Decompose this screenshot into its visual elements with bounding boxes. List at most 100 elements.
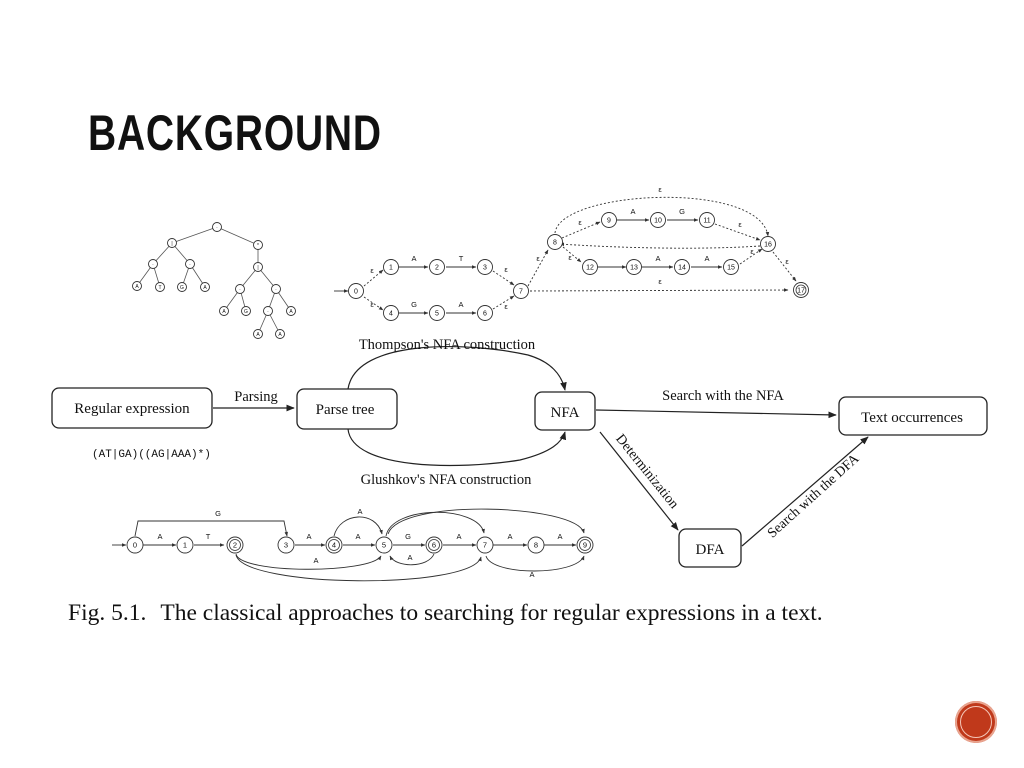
ptree-state-·: ·: [271, 284, 281, 294]
thompson-edge-label: G: [411, 300, 417, 309]
thompson-state-11: 11: [699, 212, 715, 228]
glushkov-state-9: 9: [576, 536, 594, 554]
glushkov-edge-label: G: [215, 509, 221, 518]
glushkov-edge-label: T: [206, 532, 211, 541]
glushkov-state-label: 3: [284, 541, 288, 550]
ptree-state-·: ·: [148, 259, 158, 269]
glushkov-state-label: 9: [583, 541, 587, 550]
thompson-state-8: 8: [547, 234, 563, 250]
thompson-state-5: 5: [429, 305, 445, 321]
ptree-state-·: ·: [212, 222, 222, 232]
ptree-state-T: T: [155, 282, 165, 292]
thompson-edge-label: A: [630, 207, 635, 216]
nfa-box-label: NFA: [551, 405, 580, 421]
thompson-state-15: 15: [723, 259, 739, 275]
parse-tree-illustration: [136, 226, 292, 335]
dfa-box: [678, 528, 742, 568]
glushkov-state-7: 7: [476, 536, 494, 554]
glushkov-state-label: 4: [332, 541, 336, 550]
ptree-state-label: |: [171, 241, 172, 247]
glushkov-state-label: 8: [534, 541, 538, 550]
thompson-state-17: 17: [793, 282, 809, 298]
glushkov-state-5: 5: [375, 536, 393, 554]
thompson-state-12: 12: [582, 259, 598, 275]
thompson-edge-label: A: [655, 254, 660, 263]
thompson-edge-label: ε: [738, 220, 742, 229]
thompson-state-label: 15: [727, 265, 735, 272]
thompson-state-7: 7: [513, 283, 529, 299]
ptree-state-·: ·: [263, 306, 273, 316]
glushkov-state-label: 2: [233, 541, 237, 550]
thompson-state-0: 0: [348, 283, 364, 299]
thompson-automaton: [334, 196, 797, 315]
regex-box: [51, 387, 213, 429]
pipeline: Regular expression Parse tree NFA Text o…: [51, 337, 988, 568]
ptree-state-|: |: [253, 262, 263, 272]
ptree-state-·: ·: [185, 259, 195, 269]
ptree-state-label: ·: [275, 287, 277, 293]
glushkov-label: Glushkov's NFA construction: [361, 472, 532, 488]
ptree-state-A: A: [275, 329, 285, 339]
glushkov-state-1: 1: [176, 536, 194, 554]
ptree-state-label: A: [256, 332, 260, 338]
ptree-state-A: A: [132, 281, 142, 291]
ptree-state-A: A: [200, 282, 210, 292]
dfa-box-label: DFA: [696, 542, 725, 558]
thompson-state-label: 1: [389, 265, 393, 272]
ptree-state-A: A: [219, 306, 229, 316]
ptree-state-label: ·: [267, 309, 269, 315]
ptree-state-label: A: [222, 309, 226, 315]
ptree-state-label: A: [278, 332, 282, 338]
glushkov-state-label: 6: [432, 541, 436, 550]
glushkov-state-6: 6: [425, 536, 443, 554]
glushkov-edge-label: A: [407, 553, 412, 562]
thompson-edge-label: ε: [504, 302, 508, 311]
thompson-state-6: 6: [477, 305, 493, 321]
slide-title: BACKGROUND: [88, 105, 382, 161]
search-nfa-label: Search with the NFA: [662, 388, 784, 404]
thompson-state-label: 10: [654, 218, 662, 225]
nfa-box: [534, 391, 596, 431]
thompson-state-label: 11: [703, 218, 710, 225]
text-occurrences-box: [838, 396, 988, 436]
thompson-edge-label: ε: [785, 257, 789, 266]
thompson-edge-label: G: [679, 207, 685, 216]
thompson-edge-label: A: [458, 300, 463, 309]
thompson-edge-label: ε: [536, 254, 540, 263]
glushkov-state-8: 8: [527, 536, 545, 554]
glushkov-state-3: 3: [277, 536, 295, 554]
thompson-edge-label: ε: [370, 266, 374, 275]
ptree-state-A: A: [253, 329, 263, 339]
figure-caption-number: Fig. 5.1.: [68, 600, 147, 626]
regex-example: (AT|GA)((AG|AAA)*): [92, 449, 211, 461]
thompson-edge-label: A: [411, 254, 416, 263]
thompson-state-3: 3: [477, 259, 493, 275]
thompson-state-label: 5: [435, 311, 439, 318]
glushkov-edge-label: A: [456, 532, 461, 541]
ptree-state-G: G: [241, 306, 251, 316]
figure-caption-text: The classical approaches to searching fo…: [160, 600, 823, 626]
text-occurrences-box-label: Text occurrences: [861, 410, 963, 426]
thompson-state-label: 14: [678, 265, 686, 272]
ptree-state-label: A: [203, 285, 207, 291]
thompson-state-2: 2: [429, 259, 445, 275]
thompson-state-10: 10: [650, 212, 666, 228]
parsing-label: Parsing: [234, 389, 278, 405]
glushkov-edge-label: A: [557, 532, 562, 541]
thompson-state-9: 9: [601, 212, 617, 228]
thompson-state-label: 16: [764, 242, 772, 249]
ptree-state-label: *: [257, 243, 259, 249]
thompson-state-label: 9: [607, 218, 611, 225]
glushkov-edge-label: A: [529, 570, 534, 579]
thompson-state-label: 0: [354, 289, 358, 296]
thompson-state-label: 3: [483, 265, 487, 272]
parse-tree-box: [296, 388, 398, 430]
ptree-state-label: ·: [152, 262, 154, 268]
thompson-state-label: 7: [519, 289, 523, 296]
thompson-state-label: 2: [435, 265, 439, 272]
determinization-label: Determinization: [612, 432, 681, 512]
